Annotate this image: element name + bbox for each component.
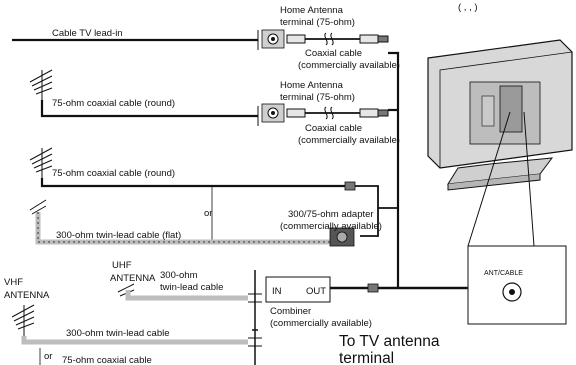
antenna-coax-row-2: 75-ohm coaxial cable (round) or [29, 147, 356, 240]
antenna-icon [29, 147, 53, 178]
adapter-300-75 [329, 227, 355, 247]
home-antenna-terminal-1 [261, 29, 285, 49]
home-antenna-terminal-2-line1: Home Antenna [280, 80, 344, 91]
combiner-in-label: IN [272, 286, 282, 297]
combiner-label-line1: Combiner [270, 306, 311, 317]
home-antenna-terminal-2 [261, 103, 285, 123]
home-antenna-terminal-2-line2: terminal (75-ohm) [280, 92, 355, 103]
top-right-fragment: ( , , ) [458, 2, 478, 13]
coax-plug [344, 181, 356, 191]
or-label-1: or [204, 208, 212, 219]
coaxial-cable-1-line1: Coaxial cable [305, 48, 362, 59]
vhf-antenna-line1: VHF [4, 277, 23, 288]
uhf-antenna-line2: ANTENNA [110, 273, 156, 284]
coaxial-cable-2-line2: (commercially available) [298, 135, 400, 146]
cable-tv-row: Cable TV lead-in Home Antenna terminal (… [12, 5, 400, 71]
tv-rear-view [427, 39, 573, 247]
ant-cable-panel: ANT/CABLE [467, 245, 567, 325]
twin-lead-flat-label: 300-ohm twin-lead cable (flat) [56, 230, 181, 241]
twin-lead-flat-row: 300-ohm twin-lead cable (flat) 300/75-oh… [29, 199, 382, 247]
ant-cable-label: ANT/CABLE [484, 270, 523, 277]
vhf-twin-lead-label: 300-ohm twin-lead cable [66, 328, 170, 339]
uhf-twin-lead-line2: twin-lead cable [160, 282, 223, 293]
antenna-icon [29, 69, 53, 100]
uhf-twin-lead-line1: 300-ohm [160, 270, 198, 281]
coax-round-label-2: 75-ohm coaxial cable (round) [52, 168, 175, 179]
coaxial-cable-1-line2: (commercially available) [298, 60, 400, 71]
cable-tv-lead-in-label: Cable TV lead-in [52, 28, 123, 39]
combiner-out-label: OUT [306, 286, 326, 297]
antenna-coax-row-1: 75-ohm coaxial cable (round) Home Antenn… [29, 69, 400, 146]
coax-round-label-1: 75-ohm coaxial cable (round) [52, 98, 175, 109]
to-tv-label-line1: To TV antenna [339, 333, 440, 350]
vhf-coax-label: 75-ohm coaxial cable [62, 355, 152, 365]
or-label-2: or [44, 351, 52, 362]
combiner-box: IN OUT [265, 276, 379, 303]
to-tv-label-line2: terminal [339, 350, 394, 365]
coaxial-cable-2 [286, 106, 389, 120]
home-antenna-terminal-1-line1: Home Antenna [280, 5, 344, 16]
vhf-antenna: VHF ANTENNA 300-ohm twin-lead cable or 7… [4, 277, 262, 365]
antenna-icon [29, 199, 47, 215]
uhf-antenna-line1: UHF [112, 260, 132, 271]
adapter-label-line2: (commercially available) [280, 221, 382, 232]
combiner-label-line2: (commercially available) [270, 318, 372, 329]
coaxial-cable-2-line1: Coaxial cable [305, 123, 362, 134]
home-antenna-terminal-1-line2: terminal (75-ohm) [280, 17, 355, 28]
coaxial-cable-1 [286, 32, 389, 46]
uhf-antenna: UHF ANTENNA 300-ohm twin-lead cable [110, 260, 262, 303]
adapter-label-line1: 300/75-ohm adapter [288, 209, 374, 220]
antenna-icon [11, 304, 35, 336]
vhf-antenna-line2: ANTENNA [4, 290, 50, 301]
